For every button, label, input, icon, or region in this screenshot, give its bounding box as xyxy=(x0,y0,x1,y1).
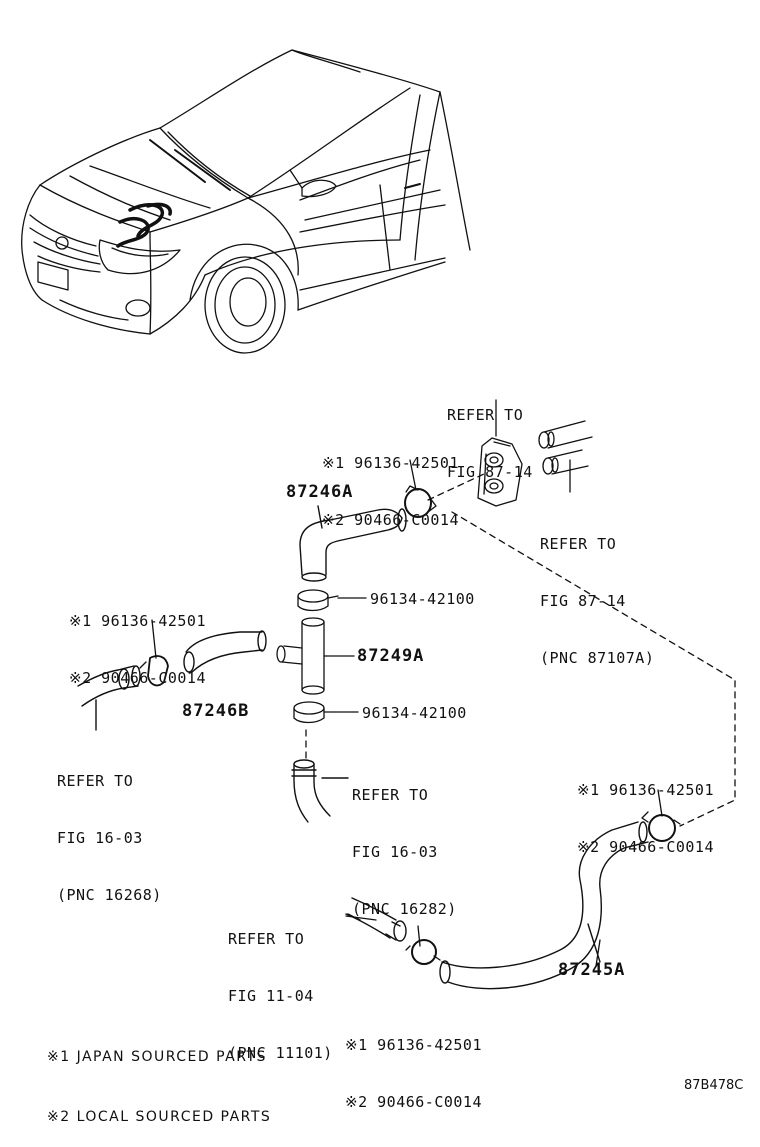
heater-pipes xyxy=(538,420,593,493)
part-87245a: 87245A xyxy=(558,960,626,980)
note-japan-sourced: ※1 JAPAN SOURCED PARTS xyxy=(47,1049,267,1065)
clip-upper-label: 96134-42100 xyxy=(370,590,475,608)
leader-lines xyxy=(345,915,601,967)
part-87249a: 87249A xyxy=(357,646,425,666)
routing-dashes xyxy=(305,473,736,827)
clamp-top-line1: ※1 96136-42501 xyxy=(322,454,459,472)
left-pipe xyxy=(77,665,141,731)
clamp-top xyxy=(404,459,437,518)
ref-top-line2: FIG 87-14 xyxy=(447,463,533,481)
clamp-right xyxy=(641,789,681,842)
hose-87246a xyxy=(299,505,407,582)
part-87246b: 87246B xyxy=(182,701,250,721)
clamp-top-line2: ※2 90466-C0014 xyxy=(322,511,459,529)
tee-87249a xyxy=(276,617,355,695)
clip-upper xyxy=(297,589,367,612)
ref-right-label: REFER TO FIG 87-14 (PNC 87107A) xyxy=(540,497,654,687)
clip-lower xyxy=(293,701,359,724)
ref-right-line3: (PNC 87107A) xyxy=(540,649,655,667)
clamp-bottom xyxy=(405,925,441,965)
ref-bottom-line2: FIG 11-04 xyxy=(228,987,314,1005)
clip-lower-label: 96134-42100 xyxy=(362,704,467,722)
hose-87246b xyxy=(183,630,267,673)
note-local-sourced: ※2 LOCAL SOURCED PARTS xyxy=(47,1109,272,1125)
ref-right-line1: REFER TO xyxy=(540,535,617,553)
ref-left-label: REFER TO FIG 16-03 (PNC 16268) xyxy=(57,734,162,924)
ref-center-line3: (PNC 16282) xyxy=(352,900,457,918)
diagram-drawing xyxy=(21,49,736,990)
clamp-bottom-label: ※1 96136-42501 ※2 90466-C0014 xyxy=(345,998,482,1131)
ref-bottom-line1: REFER TO xyxy=(228,930,305,948)
ref-left-line1: REFER TO xyxy=(57,772,134,790)
clamp-left-label: ※1 96136-42501 ※2 90466-C0014 xyxy=(69,574,206,707)
ref-bottom-line3: (PNC 11101) xyxy=(228,1044,333,1062)
grommet-assembly xyxy=(477,399,523,507)
ref-top-line1: REFER TO xyxy=(447,406,524,424)
part-87246a: 87246A xyxy=(286,482,354,502)
bottom-pipe xyxy=(345,897,407,942)
figure-code: 87B478C xyxy=(684,1078,744,1093)
ref-center-line2: FIG 16-03 xyxy=(352,843,438,861)
clamp-left xyxy=(139,619,169,687)
ref-right-line2: FIG 87-14 xyxy=(540,592,626,610)
clamp-left-line2: ※2 90466-C0014 xyxy=(69,669,206,687)
ref-left-line3: (PNC 16268) xyxy=(57,886,162,904)
clamp-right-line2: ※2 90466-C0014 xyxy=(577,838,714,856)
ref-center-line1: REFER TO xyxy=(352,786,429,804)
legend-notes: ※1 JAPAN SOURCED PARTS ※2 LOCAL SOURCED … xyxy=(47,1007,271,1147)
clamp-right-line1: ※1 96136-42501 xyxy=(577,781,714,799)
ref-top-label: REFER TO FIG 87-14 xyxy=(447,368,533,501)
clamp-left-line1: ※1 96136-42501 xyxy=(69,612,206,630)
ref-left-line2: FIG 16-03 xyxy=(57,829,143,847)
ref-center-label: REFER TO FIG 16-03 (PNC 16282) xyxy=(352,748,457,938)
center-pipe xyxy=(291,759,349,823)
clamp-right-label: ※1 96136-42501 ※2 90466-C0014 xyxy=(577,743,714,876)
parts-diagram: REFER TO FIG 87-14 ※1 96136-42501 ※2 904… xyxy=(21,49,744,1125)
clamp-top-label: ※1 96136-42501 ※2 90466-C0014 xyxy=(322,416,459,549)
clamp-bottom-line1: ※1 96136-42501 xyxy=(345,1036,482,1054)
ref-bottom-label: REFER TO FIG 11-04 (PNC 11101) xyxy=(228,892,333,1082)
clamp-bottom-line2: ※2 90466-C0014 xyxy=(345,1093,482,1111)
car-illustration xyxy=(21,49,471,354)
